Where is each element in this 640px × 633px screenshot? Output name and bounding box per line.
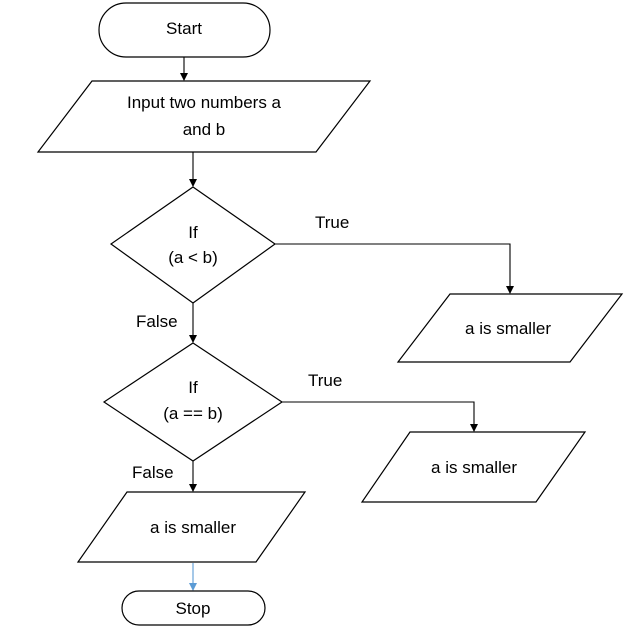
input-node: Input two numbers a and b — [36, 80, 372, 153]
decision1-node: If (a < b) — [109, 186, 277, 304]
output1-parallelogram-shape — [396, 293, 624, 363]
output2-parallelogram-shape — [360, 431, 587, 503]
decision2-node: If (a == b) — [102, 342, 284, 462]
decision2-true-label: True — [308, 371, 342, 390]
connector-decision2-true — [282, 401, 478, 432]
output2-label: a is smaller — [431, 458, 517, 477]
stop-node: Stop — [121, 590, 266, 626]
decision2-diamond-shape — [102, 342, 284, 462]
decision2-false-label: False — [132, 463, 174, 482]
output3-label: a is smaller — [150, 518, 236, 537]
start-terminal-shape — [98, 2, 271, 58]
output3-parallelogram-shape — [76, 491, 307, 563]
start-label: Start — [166, 19, 202, 38]
output1-label: a is smaller — [465, 319, 551, 338]
decision2-label-line2: (a == b) — [163, 404, 223, 423]
decision1-label-line1: If — [188, 223, 198, 242]
start-node: Start — [98, 2, 271, 58]
input-label-line1: Input two numbers a — [127, 93, 282, 112]
decision1-label-line2: (a < b) — [168, 248, 218, 267]
stop-terminal-shape — [121, 590, 266, 626]
decision1-true-label: True — [315, 213, 349, 232]
decision2-label-line1: If — [188, 378, 198, 397]
connector-decision1-true — [275, 243, 514, 294]
output2-node: a is smaller — [360, 431, 587, 503]
input-label-line2: and b — [183, 120, 226, 139]
output3-node: a is smaller — [76, 491, 307, 563]
stop-label: Stop — [176, 599, 211, 618]
output1-node: a is smaller — [396, 293, 624, 363]
decision1-false-label: False — [136, 312, 178, 331]
decision1-diamond-shape — [109, 186, 277, 304]
input-parallelogram-shape — [36, 80, 372, 153]
